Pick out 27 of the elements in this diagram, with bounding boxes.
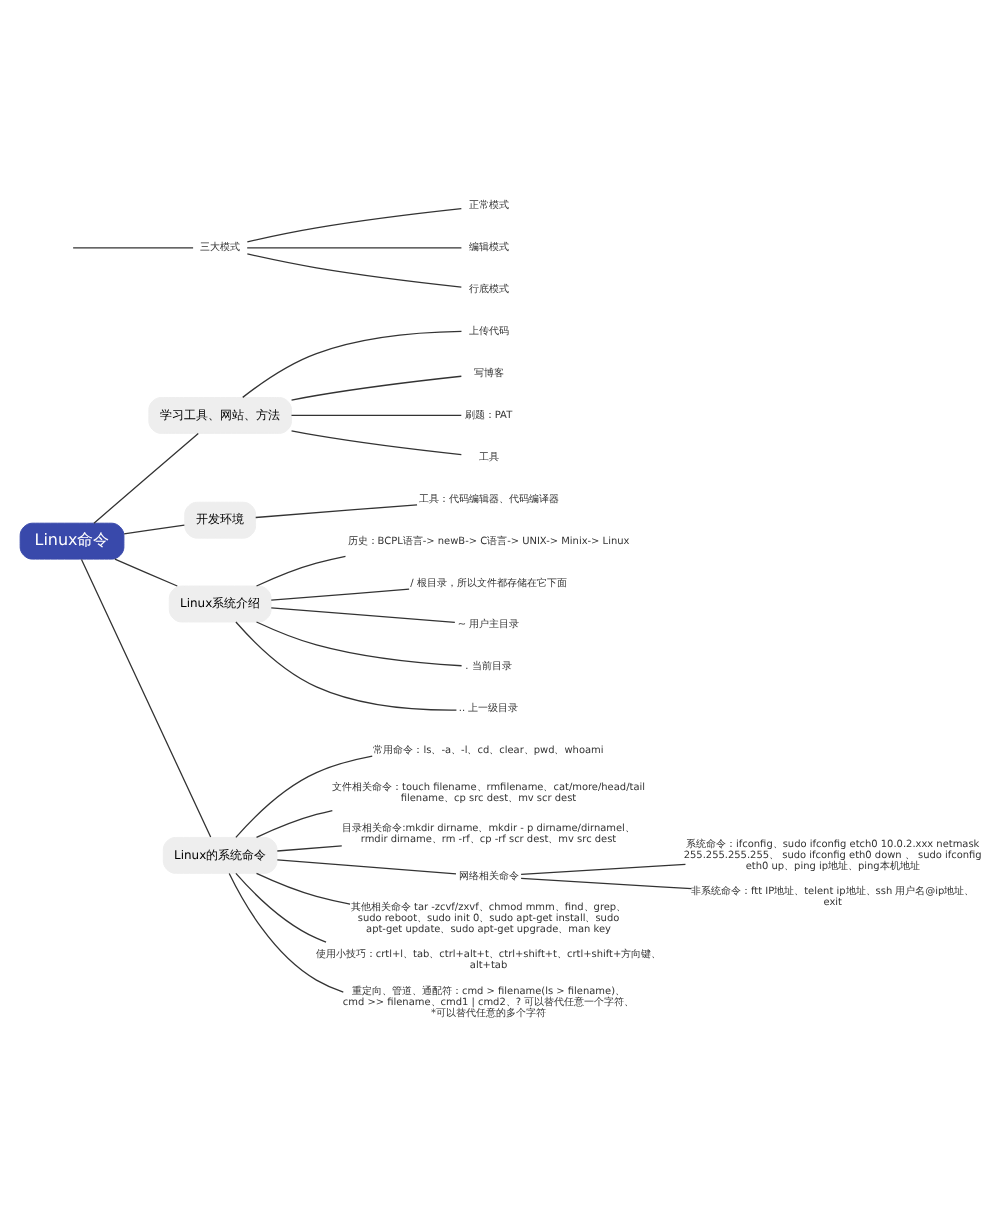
connector [520, 862, 687, 875]
connector [520, 876, 693, 889]
connector [255, 503, 418, 518]
connector [72, 246, 194, 248]
connector [123, 523, 185, 534]
connector [80, 557, 212, 837]
connector [276, 844, 343, 851]
connector [93, 431, 199, 523]
connector [270, 606, 456, 623]
connector [114, 557, 178, 586]
connector [246, 207, 462, 242]
connector [235, 871, 327, 942]
connector [255, 808, 333, 838]
connector [290, 374, 462, 400]
connector [290, 413, 462, 416]
connector [246, 246, 463, 248]
connector [246, 252, 462, 287]
connector [235, 620, 458, 710]
connector [290, 429, 462, 455]
connector [242, 329, 463, 397]
connector [255, 620, 463, 666]
connector [255, 554, 347, 586]
connector [270, 587, 410, 600]
connector [228, 871, 344, 992]
connector [235, 754, 373, 838]
connector [276, 858, 457, 874]
connector [255, 871, 351, 904]
